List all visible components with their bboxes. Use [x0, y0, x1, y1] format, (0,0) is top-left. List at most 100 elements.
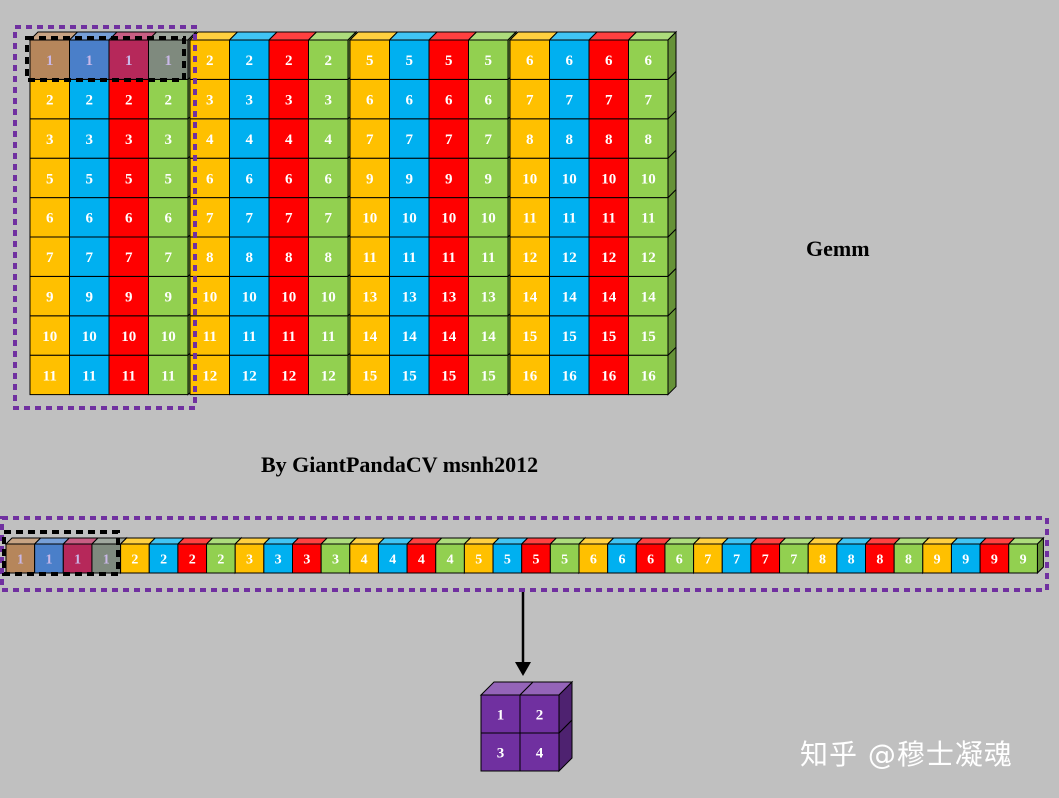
- cube-value: 3: [332, 553, 339, 568]
- cube-value: 12: [562, 250, 577, 266]
- cube-value: 7: [566, 93, 574, 109]
- cube-front: [468, 157, 509, 199]
- cube-front: [177, 543, 208, 574]
- matrix-cell: 11: [349, 236, 390, 277]
- matrix-cell: 8: [628, 109, 677, 160]
- cube-value: 11: [363, 250, 377, 266]
- strip-cell: 3: [262, 537, 300, 574]
- cube-value: 1: [74, 553, 81, 568]
- cube-front: [549, 118, 590, 159]
- cube-front: [468, 315, 509, 356]
- cube-front: [69, 78, 110, 120]
- cube-front: [549, 275, 590, 317]
- cube-value: 11: [442, 250, 456, 266]
- matrix-cell: 15: [628, 306, 677, 357]
- matrix-cell: 6: [428, 78, 469, 120]
- cube-value: 3: [46, 132, 54, 148]
- matrix-cell: 11: [268, 315, 309, 356]
- cube-front: [349, 157, 390, 199]
- strip-cell: 8: [864, 537, 902, 574]
- matrix-cell: 11: [389, 236, 430, 277]
- cube-front: [463, 543, 494, 574]
- cube-front: [509, 157, 550, 199]
- matrix-cell: 6: [268, 157, 309, 199]
- cube-value: 3: [325, 93, 333, 109]
- matrix-cell: 7: [268, 197, 309, 238]
- cube-value: 4: [206, 132, 214, 148]
- matrix-cell: 7: [588, 78, 629, 120]
- cube-value: 6: [46, 211, 54, 227]
- cube-front: [428, 157, 469, 199]
- matrix-cell: 15: [549, 315, 590, 356]
- output-cell: 3: [480, 732, 521, 772]
- matrix-cell: 10: [349, 197, 390, 238]
- matrix-cell: 6: [389, 78, 430, 120]
- cube-front: [69, 315, 110, 356]
- matrix-cell: 6: [548, 31, 599, 80]
- cube-front: [34, 543, 64, 574]
- cube-front: [468, 118, 509, 159]
- cube-value: 8: [285, 250, 293, 266]
- cube-value: 9: [991, 553, 998, 568]
- cube-value: 15: [402, 368, 417, 384]
- cube-value: 6: [590, 553, 597, 568]
- cube-value: 6: [445, 93, 453, 109]
- cube-side: [1036, 536, 1044, 575]
- cube-front: [148, 315, 189, 356]
- matrix-cell: 11: [628, 188, 677, 239]
- cube-value: 10: [121, 329, 136, 345]
- cube-front: [428, 197, 469, 238]
- matrix-cell: 6: [587, 31, 638, 80]
- matrix-cell: 10: [389, 197, 430, 238]
- matrix-cell: 16: [628, 345, 677, 396]
- cube-value: 10: [522, 171, 537, 187]
- matrix-cell: 11: [69, 354, 110, 396]
- cube-value: 10: [42, 329, 57, 345]
- cube-front: [836, 543, 866, 574]
- cube-value: 3: [275, 553, 282, 568]
- cube-value: 2: [325, 53, 333, 69]
- cube-front: [229, 236, 270, 277]
- cube-value: 6: [86, 211, 94, 227]
- cube-value: 11: [523, 211, 537, 227]
- cube-value: 10: [641, 171, 656, 187]
- matrix-cell: 2: [69, 78, 110, 120]
- cube-front: [62, 543, 93, 574]
- cube-front: [607, 543, 637, 574]
- cube-value: 6: [246, 171, 254, 187]
- cube-value: 12: [522, 250, 537, 266]
- matrix-cell: 14: [509, 275, 550, 317]
- cube-front: [664, 543, 695, 574]
- matrix-cell: 7: [549, 78, 590, 120]
- matrix-cell: 6: [508, 31, 559, 80]
- matrix-cell: 8: [549, 118, 590, 159]
- cube-front: [588, 354, 629, 396]
- strip-cell: 6: [635, 537, 673, 574]
- matrix-cell: 15: [509, 315, 550, 356]
- cube-front: [229, 118, 270, 159]
- matrix-cell: 3: [268, 78, 309, 120]
- matrix-cell: 7: [108, 236, 149, 277]
- cube-value: 14: [522, 290, 538, 306]
- matrix-cell: 13: [428, 275, 469, 317]
- cube-value: 11: [282, 329, 296, 345]
- cube-value: 3: [303, 553, 310, 568]
- cube-front: [308, 157, 349, 199]
- cube-value: 5: [561, 553, 568, 568]
- cube-front: [349, 78, 390, 120]
- cube-value: 2: [125, 93, 133, 109]
- cube-value: 16: [601, 368, 617, 384]
- matrix-cell: 4: [229, 118, 270, 159]
- cube-value: 6: [647, 553, 654, 568]
- cube-front: [480, 694, 521, 734]
- cube-front: [406, 543, 437, 574]
- cube-value: 15: [522, 329, 537, 345]
- cube-value: 10: [562, 171, 577, 187]
- matrix-cell: 10: [268, 275, 309, 317]
- cube-value: 4: [418, 553, 425, 568]
- matrix-cell: 11: [588, 197, 629, 238]
- cube-value: 9: [934, 553, 941, 568]
- cube-front: [807, 543, 838, 574]
- cube-front: [779, 543, 809, 574]
- matrix-cell: 7: [428, 118, 469, 159]
